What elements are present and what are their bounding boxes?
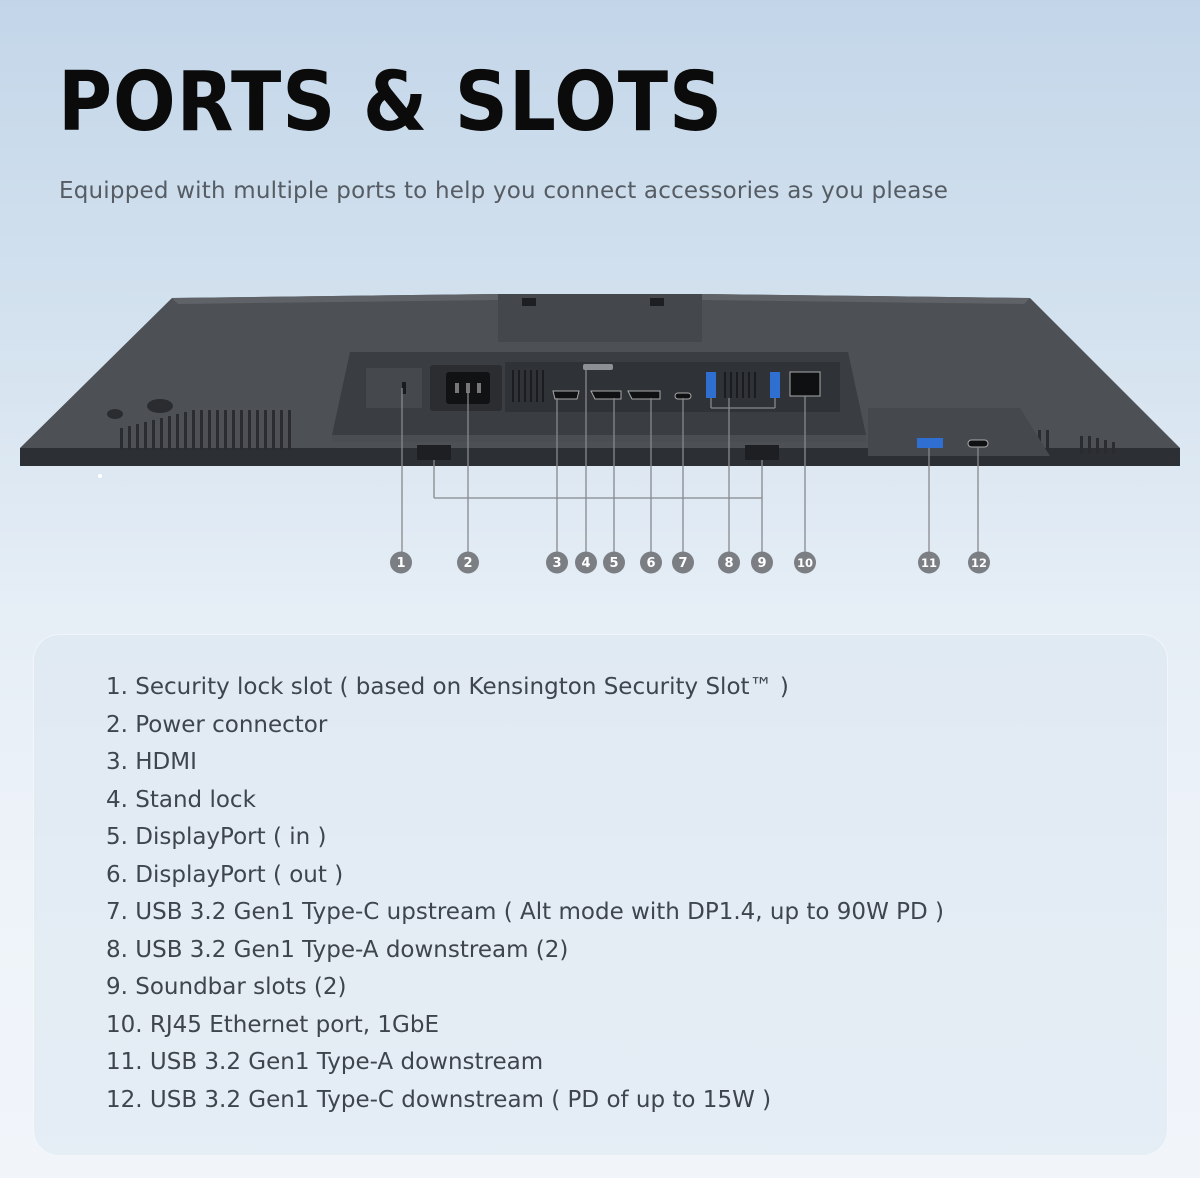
spec-list: 1. Security lock slot ( based on Kensing… xyxy=(106,669,944,1119)
svg-text:4: 4 xyxy=(581,556,590,571)
page-title: PORTS & SLOTS xyxy=(58,55,724,150)
usb-a-side xyxy=(917,438,943,448)
usb-c-side xyxy=(967,439,989,448)
svg-text:2: 2 xyxy=(463,556,472,571)
usb-a-downstream-2 xyxy=(770,372,780,398)
usb-a-downstream-1 xyxy=(706,372,716,398)
spec-item-4: 4. Stand lock xyxy=(106,786,256,813)
spec-item-7: 7. USB 3.2 Gen1 Type-C upstream ( Alt mo… xyxy=(106,899,944,925)
spec-item-3: 3. HDMI xyxy=(106,749,197,775)
svg-text:10: 10 xyxy=(797,556,813,570)
spec-item-2: 2. Power connector xyxy=(106,711,328,738)
stand-lock xyxy=(583,364,613,370)
spec-item-12: 12. USB 3.2 Gen1 Type-C downstream ( PD … xyxy=(106,1086,772,1113)
svg-text:12: 12 xyxy=(971,556,987,570)
rj45-port xyxy=(789,371,821,397)
kensington-slot xyxy=(402,382,406,394)
svg-text:8: 8 xyxy=(724,556,733,571)
spec-item-1: 1. Security lock slot ( based on Kensing… xyxy=(106,674,789,700)
monitor-rear-illustration xyxy=(20,294,1180,552)
hdmi-port xyxy=(552,390,580,400)
spec-item-8: 8. USB 3.2 Gen1 Type-A downstream (2) xyxy=(106,936,569,963)
spec-item-6: 6. DisplayPort ( out ) xyxy=(106,861,344,888)
callout-badge-9: 9 xyxy=(751,551,773,574)
displayport-out xyxy=(627,390,661,400)
callout-badge-4: 4 xyxy=(575,551,597,574)
callout-badges: 1 2 3 4 5 6 7 8 9 10 11 12 xyxy=(390,551,990,574)
callout-badge-8: 8 xyxy=(718,551,740,574)
callout-badge-1: 1 xyxy=(390,551,412,574)
joystick xyxy=(147,399,173,413)
callout-badge-6: 6 xyxy=(640,551,662,574)
callout-badge-2: 2 xyxy=(457,551,479,574)
svg-text:3: 3 xyxy=(552,556,561,571)
svg-text:5: 5 xyxy=(609,556,618,571)
callout-lines xyxy=(401,370,979,552)
spec-panel: 1. Security lock slot ( based on Kensing… xyxy=(33,634,1168,1156)
callout-badge-10: 10 xyxy=(794,551,816,574)
page-subtitle: Equipped with multiple ports to help you… xyxy=(59,178,949,204)
callout-badge-11: 11 xyxy=(918,551,940,574)
menu-button xyxy=(107,409,123,419)
spec-item-11: 11. USB 3.2 Gen1 Type-A downstream xyxy=(106,1049,544,1075)
power-led xyxy=(98,474,102,478)
soundbar-slot-right xyxy=(745,445,779,460)
displayport-in xyxy=(590,390,622,400)
spec-item-5: 5. DisplayPort ( in ) xyxy=(106,824,327,850)
svg-text:11: 11 xyxy=(921,556,937,570)
svg-text:6: 6 xyxy=(646,556,655,571)
spec-item-9: 9. Soundbar slots (2) xyxy=(106,974,347,1000)
soundbar-slot-left xyxy=(417,445,451,460)
side-port-strip xyxy=(868,408,1050,456)
callout-badge-12: 12 xyxy=(968,551,990,574)
svg-text:1: 1 xyxy=(396,556,405,571)
callout-badge-7: 7 xyxy=(672,551,694,574)
spec-item-10: 10. RJ45 Ethernet port, 1GbE xyxy=(106,1011,439,1038)
vent-left xyxy=(120,410,291,450)
svg-text:7: 7 xyxy=(678,556,687,571)
callout-badge-3: 3 xyxy=(546,551,568,574)
svg-text:9: 9 xyxy=(757,556,766,571)
callout-badge-5: 5 xyxy=(603,551,625,574)
